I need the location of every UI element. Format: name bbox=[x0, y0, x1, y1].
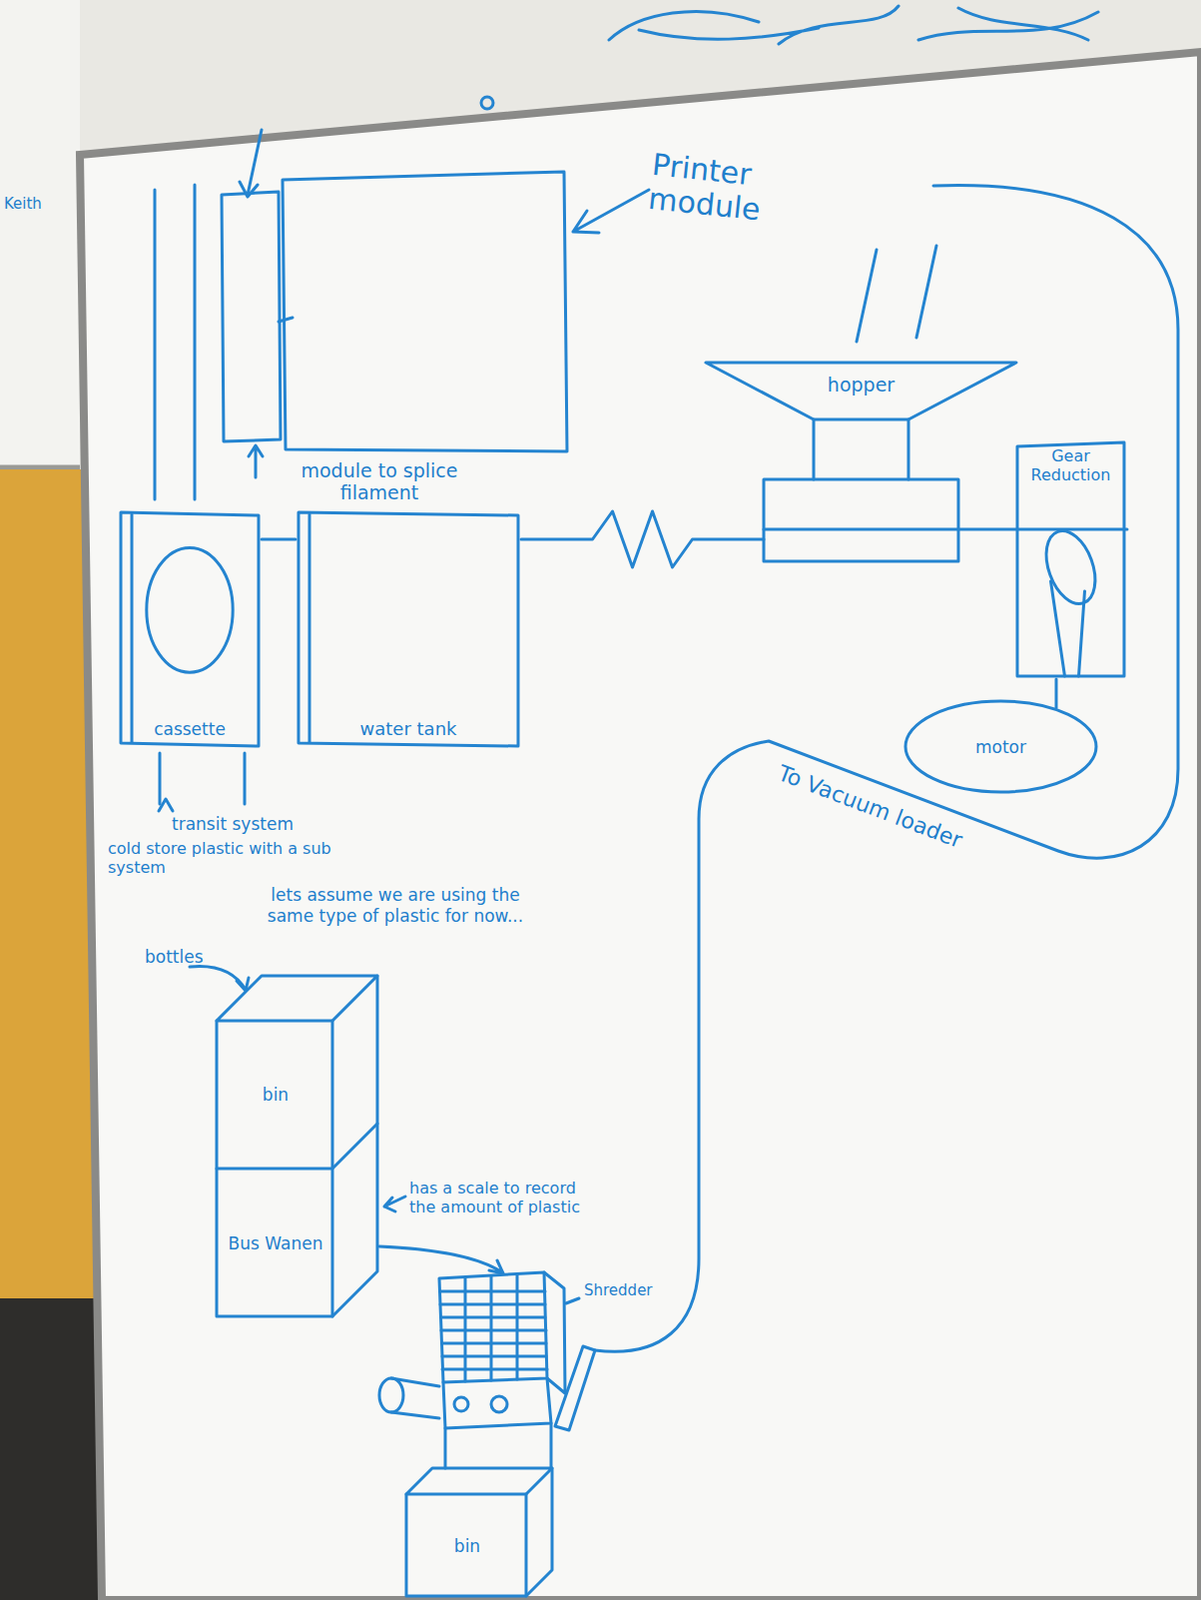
motor-outline bbox=[905, 700, 1097, 792]
node-outline bbox=[404, 1465, 555, 1598]
splice-module bbox=[221, 191, 281, 442]
bin-top bbox=[406, 1467, 553, 1494]
label-holder: Shredder bbox=[584, 1280, 679, 1299]
design-note: has a scale to record the amount of plas… bbox=[409, 1178, 592, 1216]
node-sublabel: Bus Wanen bbox=[228, 1232, 324, 1253]
connector-line bbox=[1055, 678, 1059, 707]
shredder-grid bbox=[440, 1273, 548, 1381]
tank-edge bbox=[130, 514, 134, 742]
splice-arrow bbox=[239, 129, 262, 197]
bin-divider bbox=[216, 1123, 378, 1169]
wall-dot bbox=[481, 96, 494, 109]
whiteboard bbox=[79, 51, 1201, 1600]
shredder-body bbox=[439, 1271, 548, 1382]
node-outline bbox=[295, 509, 522, 749]
shredder-roller bbox=[391, 1377, 440, 1418]
bin-top bbox=[216, 975, 378, 1021]
tank-edge bbox=[308, 514, 312, 742]
tank-outline bbox=[298, 512, 519, 746]
gear-housing bbox=[1017, 442, 1125, 676]
dark-floor bbox=[0, 1297, 105, 1600]
hopper-funnel bbox=[705, 362, 1017, 420]
label-holder: lets assume we are using the same type o… bbox=[254, 884, 537, 927]
connector-line bbox=[261, 538, 296, 542]
water-tank-box: water tank bbox=[295, 509, 522, 749]
gear-pulley bbox=[1037, 524, 1105, 610]
printer-leader bbox=[573, 189, 649, 233]
node-label: bin bbox=[454, 1535, 481, 1556]
name-note: Keith bbox=[3, 194, 74, 213]
transit-rails bbox=[159, 752, 245, 804]
tank-outline bbox=[120, 512, 259, 746]
node-label: water tank bbox=[360, 717, 458, 739]
part-callout: Shredder bbox=[584, 1280, 679, 1299]
bottles-arrow bbox=[189, 965, 249, 991]
label-holder: transit system bbox=[171, 813, 372, 834]
cassette-box: cassette bbox=[117, 509, 262, 749]
bin-front bbox=[406, 1493, 527, 1596]
motor-ellipse: motor bbox=[903, 698, 1099, 794]
gear-reduction-box: Gear Reduction bbox=[1014, 439, 1128, 679]
node-label: bin bbox=[262, 1084, 289, 1105]
connector-line bbox=[763, 528, 1128, 532]
scale-leader bbox=[384, 1196, 406, 1211]
shredder-leader bbox=[566, 1297, 580, 1303]
part-callout: module to splice filament bbox=[264, 459, 495, 504]
label-holder: has a scale to record the amount of plas… bbox=[409, 1178, 592, 1216]
shredder-roller-end bbox=[379, 1377, 404, 1412]
node-outline bbox=[117, 509, 262, 749]
other-board-frame bbox=[0, 465, 80, 471]
shredder-stand bbox=[445, 1422, 552, 1468]
loader-chute bbox=[856, 245, 937, 342]
shredder-knob bbox=[454, 1396, 469, 1411]
node-label: Gear Reduction bbox=[1018, 447, 1124, 486]
node-label: cassette bbox=[153, 718, 226, 739]
node-label: hopper bbox=[827, 373, 895, 396]
shredder-outlet bbox=[555, 1345, 596, 1430]
label-holder: module to splice filament bbox=[264, 459, 495, 504]
node-label: motor bbox=[975, 736, 1027, 757]
splice-leader bbox=[248, 445, 263, 478]
connector-line bbox=[521, 511, 764, 568]
label-holder: cold store plastic with a sub system bbox=[107, 838, 370, 877]
hopper-box: hopper bbox=[703, 359, 1019, 565]
feed-arrow bbox=[379, 1245, 504, 1273]
other-board bbox=[0, 0, 80, 470]
transit-caret bbox=[158, 798, 173, 811]
node-outline bbox=[214, 973, 380, 1318]
extruder-barrel bbox=[763, 479, 959, 562]
wall-scribble bbox=[608, 5, 1099, 44]
hopper-neck bbox=[813, 419, 909, 480]
shredder-side bbox=[544, 1271, 566, 1393]
shredder-knob bbox=[491, 1395, 508, 1412]
vacuum-line bbox=[595, 185, 1179, 1352]
marker-sketch bbox=[154, 5, 1179, 1468]
drive-belt bbox=[1051, 581, 1086, 676]
printer-module bbox=[282, 171, 568, 452]
label-holder: bottles bbox=[144, 946, 225, 967]
shredder-bin: bin bbox=[404, 1465, 555, 1598]
design-note: cold store plastic with a sub system bbox=[107, 838, 370, 877]
bottle-bin: binBus Wanen bbox=[214, 973, 380, 1318]
transit-rails bbox=[154, 184, 195, 500]
bin-side bbox=[526, 1467, 553, 1596]
design-note: lets assume we are using the same type o… bbox=[254, 884, 537, 927]
part-callout: bottles bbox=[144, 946, 225, 967]
cassette-reel bbox=[146, 547, 233, 672]
shredder-base bbox=[443, 1377, 552, 1428]
label-holder: Keith bbox=[3, 194, 74, 213]
part-callout: transit system bbox=[171, 813, 372, 834]
